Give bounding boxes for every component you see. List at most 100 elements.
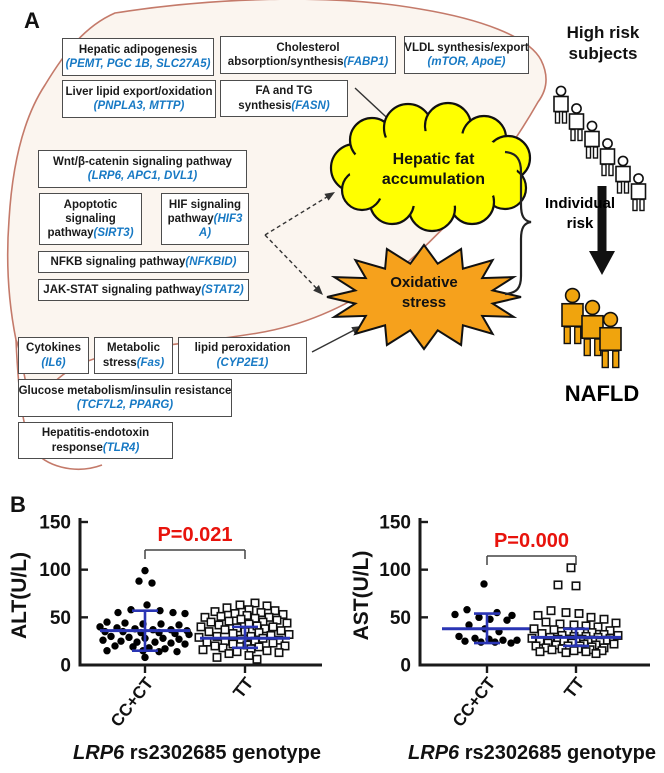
- y-tick-label: 150: [39, 513, 71, 534]
- data-point-circle: [463, 606, 471, 614]
- box-text-line: (CYP2E1): [217, 356, 269, 370]
- data-point-square: [549, 625, 559, 635]
- data-point-square: [282, 618, 292, 628]
- median-iqr-1: [200, 625, 290, 650]
- pathway-label: Wnt/β-catenin signaling pathway: [53, 155, 232, 168]
- oxidative-stress-label: Oxidative stress: [373, 273, 475, 312]
- data-point-circle: [169, 608, 177, 617]
- title-rest: rs2302685 genotype: [124, 742, 321, 764]
- pathway-label: synthesis: [238, 99, 292, 112]
- data-point-square: [546, 606, 556, 616]
- data-point-circle: [103, 647, 111, 655]
- data-point-circle: [161, 645, 169, 653]
- data-point-square: [212, 652, 222, 662]
- box-text-line: JAK-STAT signaling pathway(STAT2): [43, 283, 243, 297]
- person-head: [564, 287, 581, 304]
- pathway-label: VLDL synthesis/export: [404, 41, 529, 54]
- gene-symbols: (FASN): [291, 99, 330, 112]
- gene-symbols: (HIF3: [213, 212, 243, 225]
- person-body: [568, 113, 585, 130]
- person-leg: [577, 128, 583, 142]
- y-tick-label: 100: [39, 560, 71, 581]
- gene-symbols: (PNPLA3, MTTP): [93, 100, 185, 112]
- data-point-square: [278, 609, 288, 619]
- pathway-label: Hepatic adipogenesis: [78, 43, 198, 56]
- person-head: [555, 85, 567, 97]
- data-point-circle: [159, 634, 167, 643]
- x-category-label: TT: [560, 673, 588, 702]
- box-text-line: (PEMT, PGC 1B, SLC27A5): [66, 57, 211, 71]
- data-point-square: [599, 614, 609, 624]
- data-point-circle: [451, 610, 459, 619]
- progression-arrow-head: [589, 251, 615, 275]
- data-point-circle: [129, 643, 137, 651]
- pathway-label: Apoptotic: [63, 198, 118, 211]
- median-iqr-0: [442, 612, 532, 645]
- gene-symbols: (LRP6, APC1, DVL1): [87, 170, 198, 182]
- data-point-square: [235, 600, 245, 610]
- data-point-square: [547, 645, 557, 655]
- individual-risk-line1: Individual: [544, 195, 615, 212]
- dashed-arrow-to-star-head: [313, 285, 323, 295]
- data-point-circle: [167, 639, 175, 647]
- data-point-circle: [185, 630, 193, 639]
- y-tick-label: 50: [390, 608, 411, 629]
- person-leg: [592, 146, 599, 159]
- box-text-line: synthesis(FASN): [238, 99, 329, 113]
- data-point-circle: [508, 611, 516, 620]
- gene-symbols: (SIRT3): [93, 227, 134, 239]
- person-body: [615, 165, 631, 183]
- star-line1: Oxidative: [390, 274, 458, 291]
- pathway-box-cytokines: Cytokines(IL6): [18, 337, 89, 374]
- high-risk-line1: High risk: [566, 23, 640, 42]
- box-text-line: stress(Fas): [103, 356, 164, 370]
- box-text-line: (IL6): [41, 356, 65, 370]
- data-point-circle: [507, 639, 515, 647]
- data-point-square: [268, 622, 278, 632]
- data-point-square: [224, 649, 234, 659]
- x-category-label: TT: [229, 673, 257, 702]
- box-text-line: response(TLR4): [52, 441, 140, 455]
- data-point-circle: [135, 577, 143, 585]
- box-text-line: FA and TG: [255, 84, 312, 98]
- pathway-label: Liver lipid export/oxidation: [65, 85, 213, 98]
- y-tick-label: 150: [379, 513, 411, 534]
- data-point-square: [228, 629, 238, 639]
- box-text-line: (TCF7L2, PPARG): [77, 398, 173, 412]
- person-body: [599, 326, 622, 352]
- box-text-line: signaling: [65, 212, 115, 226]
- person-head: [602, 138, 613, 149]
- pathway-box-glucose-metabolism: Glucose metabolism/insulin resistance(TC…: [18, 379, 232, 417]
- gene-symbols: (NFKBID): [185, 255, 237, 268]
- pathway-box-wnt-pathway: Wnt/β-catenin signaling pathway (LRP6, AP…: [38, 150, 247, 188]
- hepatic-fat-accumulation-label: Hepatic fat accumulation: [361, 150, 506, 190]
- dashed-arrow-to-cloud-head: [324, 192, 335, 201]
- data-point-circle: [141, 653, 149, 662]
- person-head: [586, 120, 598, 132]
- data-point-square: [262, 601, 272, 611]
- box-text-line: A): [199, 226, 211, 240]
- gene-symbols: (CYP2E1): [216, 356, 269, 369]
- box-text-line: VLDL synthesis/export: [404, 41, 528, 55]
- median-iqr-1: [531, 627, 621, 648]
- individual-risk-line2: risk: [566, 214, 594, 232]
- pathway-label: NFKB signaling pathway: [50, 255, 186, 268]
- y-tick-label: 0: [400, 656, 411, 677]
- pathway-box-liver-lipid-export: Liver lipid export/oxidation (PNPLA3, MTT…: [62, 80, 216, 118]
- arrow-lipidperox-to-star: [311, 329, 355, 353]
- person-head: [633, 173, 644, 184]
- nafld-label: NAFLD: [564, 381, 640, 406]
- p-value-label: P=0.000: [494, 530, 569, 552]
- data-point-circle: [121, 619, 129, 627]
- data-point-square: [553, 580, 563, 590]
- data-point-square: [611, 618, 621, 628]
- person-leg: [601, 163, 607, 177]
- person-head: [617, 155, 629, 167]
- data-point-square: [214, 620, 224, 630]
- data-point-circle: [181, 640, 189, 648]
- person-body: [561, 302, 584, 328]
